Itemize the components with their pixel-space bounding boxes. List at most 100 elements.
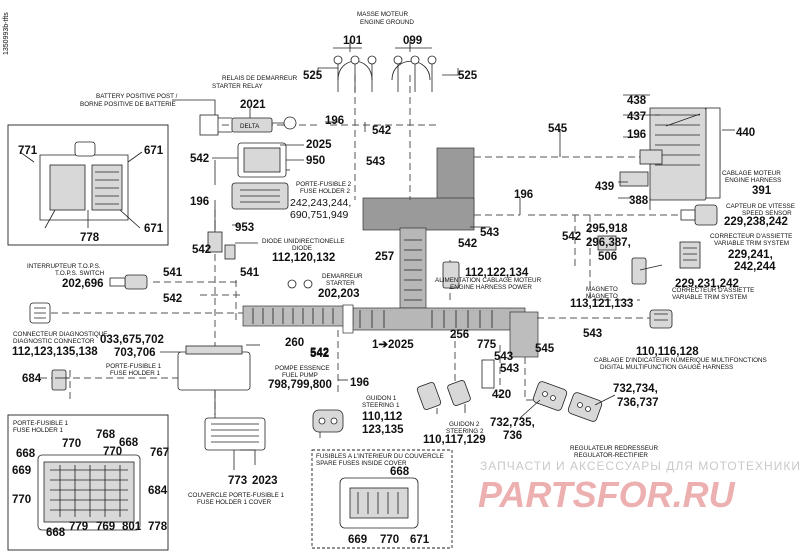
part-2025: 2025 xyxy=(306,139,332,151)
regul-list-b1: 732,735, xyxy=(490,417,535,429)
part-703: 703,706 xyxy=(114,347,156,359)
part-671-bottom: 671 xyxy=(144,223,164,235)
part-771: 771 xyxy=(18,145,38,157)
steering-2-connector xyxy=(447,380,471,406)
caption-masse-fr: MASSE MOTEUR xyxy=(357,11,409,18)
caption-guidon1-fr: GUIDON 1 xyxy=(366,395,397,402)
part-543-steer: 543 xyxy=(500,363,519,375)
caption-magneto-fr: MAGNETO xyxy=(586,286,618,293)
caption-diag-fr: CONNECTEUR DIAGNOSTIQUE xyxy=(13,331,107,338)
spare-668: 668 xyxy=(390,466,410,478)
pump-list: 798,799,800 xyxy=(268,379,332,391)
inset-fuse-holder-1 xyxy=(7,414,169,551)
part-196-pump: 196 xyxy=(350,377,369,389)
caption-cablage-fr: CABLAGE MOTEUR xyxy=(722,170,781,177)
trim-connector-2 xyxy=(631,257,647,285)
fh1-770-c: 770 xyxy=(12,494,31,506)
caption-demarreur-en: STARTER xyxy=(326,280,355,287)
caption-speed-en: SPEED SENSOR xyxy=(742,210,792,217)
engine-harness-power xyxy=(442,261,460,289)
magneto-list: 113,121,133 xyxy=(570,298,633,310)
part-101: 101 xyxy=(343,35,363,47)
part-229-trim1a: 229,241, xyxy=(728,249,773,261)
tops-list: 202,696 xyxy=(62,278,104,290)
caption-pump-en: FUEL PUMP xyxy=(282,372,318,379)
fh1-668-a: 668 xyxy=(119,437,139,449)
caption-trim2-fr: CORRECTEUR D'ASSIETTE xyxy=(672,287,754,294)
fh1-770-a: 770 xyxy=(62,438,81,450)
caption-tops-fr: INTERRUPTEUR T.O.P.S. xyxy=(27,263,101,270)
fh1-668-c: 668 xyxy=(46,527,66,539)
regulator-connectors xyxy=(532,381,603,422)
part-256: 256 xyxy=(450,329,469,341)
part-229-trim1b: 242,244 xyxy=(734,261,776,273)
part-542-left: 542 xyxy=(190,153,209,165)
caption-fuse2-en: FUSE HOLDER 2 xyxy=(300,188,351,195)
diag-list: 112,123,135,138 xyxy=(12,346,98,358)
fh1-768: 768 xyxy=(96,429,116,441)
caption-tops-en: T.O.P.S. SWITCH xyxy=(55,270,105,277)
part-033: 033,675,702 xyxy=(100,334,164,346)
caption-masse-en: ENGINE GROUND xyxy=(360,19,414,26)
part-542-center: 542 xyxy=(163,293,182,305)
watermark: ЗАПЧАСТИ И АКСЕССУАРЫ ДЛЯ МОТОТЕХНИКИ PA… xyxy=(478,459,800,515)
steer1-list-a: 110,112 xyxy=(362,411,402,423)
fuse-holder-2 xyxy=(231,142,289,210)
part-543-mid: 543 xyxy=(480,227,499,239)
fh1-669: 669 xyxy=(12,465,31,477)
inset-spare-fuses xyxy=(311,449,453,549)
part-542-right: 542 xyxy=(562,231,581,243)
part-196-diode: 196 xyxy=(190,196,209,208)
magneto-connector xyxy=(597,235,617,251)
gauge-list: 110,116,128 xyxy=(636,346,699,358)
caption-speed-fr: CAPTEUR DE VITESSE xyxy=(726,203,795,210)
part-229-trim2: 229,231,242 xyxy=(675,278,739,290)
caption-demarreur-fr: DEMARREUR xyxy=(322,273,363,280)
part-099: 099 xyxy=(403,35,422,47)
caption-trim1-fr: CORRECTEUR D'ASSIETTE xyxy=(710,233,792,240)
caption-trim2-en: VARIABLE TRIM SYSTEM xyxy=(672,294,747,301)
part-671-top: 671 xyxy=(144,145,164,157)
spare-770: 770 xyxy=(380,534,399,546)
part-950: 950 xyxy=(306,155,325,167)
caption-alim-en: ENGINE HARNESS POWER xyxy=(450,284,532,291)
part-775: 775 xyxy=(477,339,497,351)
part-196-top: 196 xyxy=(325,115,344,127)
part-778-inset: 778 xyxy=(80,232,100,244)
part-542-top: 542 xyxy=(372,125,391,137)
svg-text:DELTA: DELTA xyxy=(240,123,260,130)
clip-684 xyxy=(51,369,67,391)
gauge-connector xyxy=(649,309,673,329)
part-2021: 2021 xyxy=(240,99,266,111)
regul-list-a2: 736,737 xyxy=(617,397,659,409)
caption-relay-fr: STARTER RELAY xyxy=(212,83,264,90)
part-541-mid: 541 xyxy=(240,267,260,279)
speed-sensor xyxy=(680,204,718,226)
part-2023: 2023 xyxy=(252,475,278,487)
part-525-right: 525 xyxy=(458,70,478,82)
spare-fuses-numbers: 668 669 770 671 xyxy=(348,466,430,546)
fh1-767: 767 xyxy=(150,447,169,459)
part-257: 257 xyxy=(375,251,394,263)
caption-relay-en: RELAIS DE DEMARREUR xyxy=(222,75,298,82)
spare-669: 669 xyxy=(348,534,367,546)
caption-trim1-en: VARIABLE TRIM SYSTEM xyxy=(714,240,789,247)
steering-1-connector xyxy=(416,382,442,410)
caption-alim-fr: ALIMENTATION CABLAGE MOTEUR xyxy=(435,277,542,284)
leader-lines xyxy=(55,40,735,470)
caption-spare-fr: FUSIBLES A L'INTERIEUR DU COUVERCLE xyxy=(316,453,444,460)
caption-battery-en: BATTERY POSITIVE POST / xyxy=(96,93,178,100)
starter-list: 202,203 xyxy=(318,288,360,300)
caption-pump-fr: POMPE ESSENCE xyxy=(275,365,330,372)
part-542-pump: 542 xyxy=(310,348,329,360)
caption-diode-fr: DIODE UNIDIRECTIONELLE xyxy=(262,238,345,245)
fuel-pump-connector xyxy=(312,409,344,433)
part-542-mid: 542 xyxy=(458,238,477,250)
part-506: 506 xyxy=(598,251,617,263)
fh1-769: 769 xyxy=(96,521,115,533)
part-545-top: 545 xyxy=(548,123,568,135)
starter-relay: DELTA xyxy=(199,114,297,136)
watermark-line-2: PARTSFOR.RU xyxy=(478,474,736,515)
fuse-holder-1-inset-numbers: 770 768 668 770 767 668 669 684 770 668 … xyxy=(12,429,169,539)
